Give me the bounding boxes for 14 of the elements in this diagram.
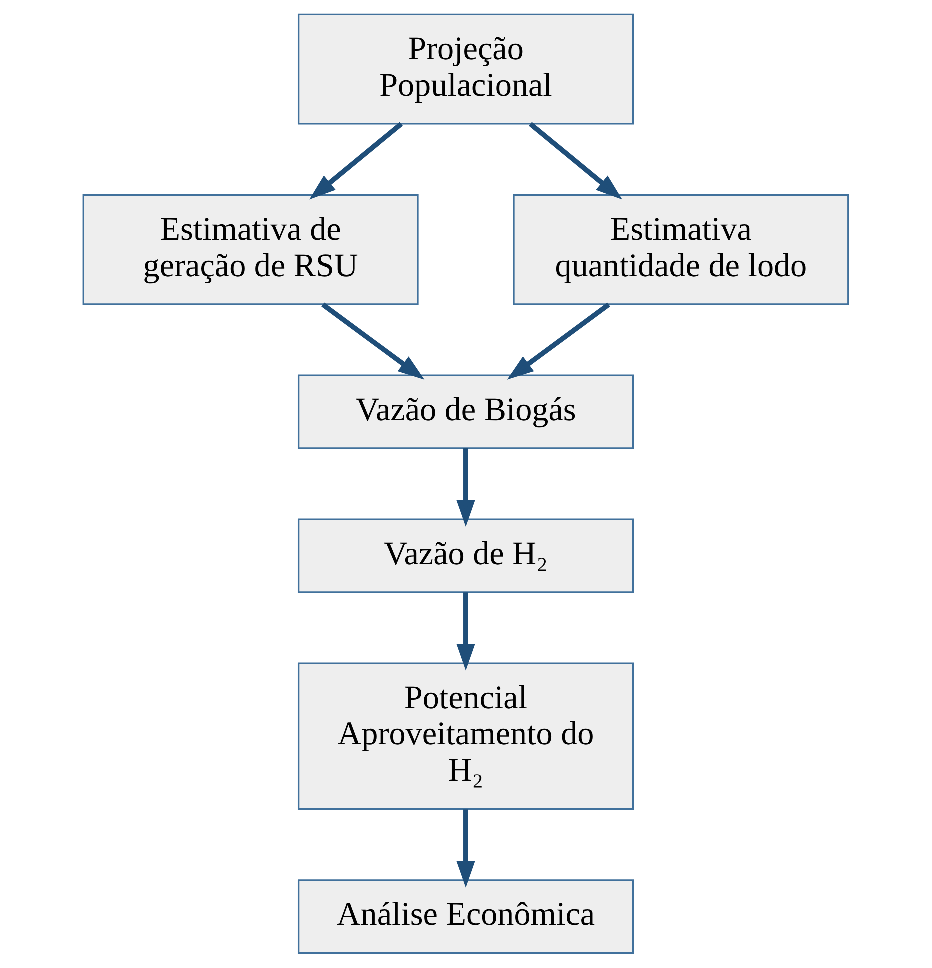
arrow (456, 592, 476, 671)
node-box: Estimativa de geração de RSU (82, 194, 419, 306)
node-box: Projeção Populacional (298, 14, 634, 125)
node-box: Vazão de H₂ (298, 518, 634, 594)
arrow (528, 122, 622, 200)
arrow (322, 302, 425, 380)
node-box: Potencial Aproveitamento do H₂ (298, 662, 634, 810)
arrow (310, 122, 404, 200)
node-box: Vazão de Biogás (298, 374, 634, 450)
arrow (507, 302, 610, 380)
arrow (456, 810, 476, 888)
node-box: Estimativa quantidade de lodo (513, 194, 850, 306)
arrow (456, 448, 476, 527)
node-box: Análise Econômica (298, 880, 634, 954)
